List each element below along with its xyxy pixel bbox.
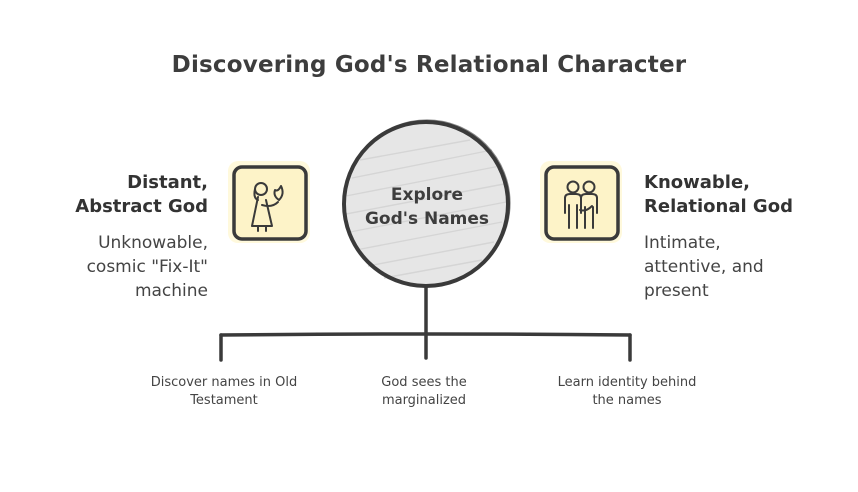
step-2-line1: God sees the (381, 375, 467, 390)
step-god-sees: God sees the marginalized (344, 374, 504, 410)
right-heading-line1: Knowable, (644, 172, 751, 193)
step-1-line2: Testament (190, 393, 258, 408)
left-desc-line2: cosmic "Fix-It" (86, 257, 208, 277)
step-3-line2: the names (592, 393, 662, 408)
right-desc-line1: Intimate, (644, 233, 721, 253)
person-with-fire-icon (251, 182, 284, 232)
right-icon-box (540, 161, 622, 243)
center-label-line2: God's Names (364, 209, 490, 229)
page-title: Discovering God's Relational Character (171, 52, 687, 78)
left-description: Unknowable, cosmic "Fix-It" machine (20, 231, 208, 303)
center-label-line1: Explore (390, 185, 464, 205)
step-discover-names: Discover names in Old Testament (124, 374, 324, 410)
left-heading-line2: Abstract God (75, 196, 208, 217)
right-heading: Knowable, Relational God (644, 171, 844, 219)
center-circle (342, 119, 511, 288)
right-desc-line3: present (644, 281, 709, 301)
two-people-icon (564, 180, 598, 229)
right-description: Intimate, attentive, and present (644, 231, 844, 303)
left-desc-line1: Unknowable, (98, 233, 208, 253)
right-heading-line2: Relational God (644, 196, 793, 217)
left-icon-box (228, 161, 310, 243)
step-3-line1: Learn identity behind (557, 375, 697, 390)
left-desc-line3: machine (134, 281, 208, 301)
left-heading-line1: Distant, (127, 172, 208, 193)
left-heading: Distant, Abstract God (20, 171, 208, 219)
step-1-line1: Discover names in Old (150, 375, 298, 390)
step-learn-identity: Learn identity behind the names (532, 374, 722, 410)
step-2-line2: marginalized (381, 393, 467, 408)
branch-line (219, 332, 632, 337)
right-desc-line2: attentive, and (644, 257, 764, 277)
connector-lines (219, 284, 632, 362)
